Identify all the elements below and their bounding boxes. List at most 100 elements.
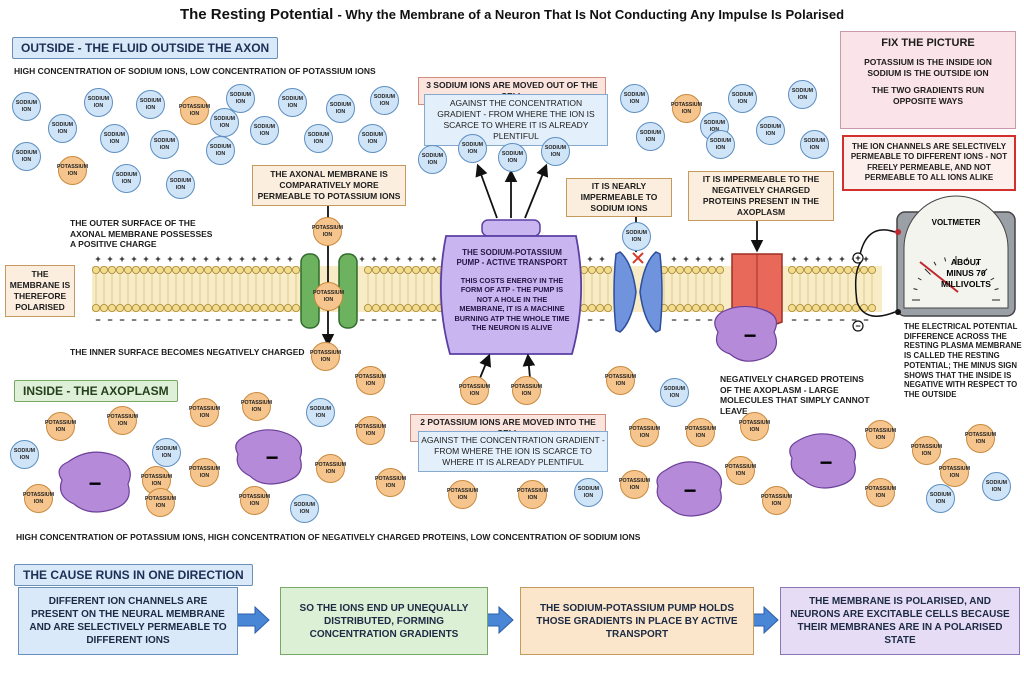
positive-charge: + [671,254,676,264]
sodium-ion: SODIUM ION [84,88,113,117]
phospholipid-head [684,265,693,274]
phospholipid-head [131,303,140,312]
positive-charge: + [431,254,436,264]
voltmeter: + − VOLTMETER ABOUT MINUS 70 MILLIVOLTS [852,195,1016,332]
positive-charge: + [839,254,844,264]
negative-charge: − [863,315,868,325]
sodium-ion: SODIUM ION [926,484,955,513]
cause-step-1: DIFFERENT ION CHANNELS ARE PRESENT ON TH… [18,587,238,655]
negative-charge: − [239,315,244,325]
phospholipid-head [379,265,388,274]
phospholipid-head [275,303,284,312]
na-imperm-label: IT IS NEARLY IMPERMEABLE TO SODIUM IONS [566,178,672,218]
negative-charge: − [263,315,268,325]
phospholipid-head [139,265,148,274]
positive-charge: + [827,254,832,264]
phospholipid-head [147,265,156,274]
positive-charge: + [863,254,868,264]
phospholipid-head [395,265,404,274]
potassium-channel [300,253,358,329]
polarised-label: THE MEMBRANE IS THEREFORE POLARISED [5,265,75,318]
positive-charge: + [371,254,376,264]
phospholipid-head [716,303,725,312]
voltmeter-title: VOLTMETER [932,218,981,227]
outside-caption: HIGH CONCENTRATION OF SODIUM IONS, LOW C… [14,66,376,76]
potassium-ion: POTASSIUM ION [865,420,896,449]
potassium-ion: POTASSIUM ION [761,486,792,515]
phospholipid-head [860,265,869,274]
phospholipid-head [684,303,693,312]
sodium-ion: SODIUM ION [206,136,235,165]
phospholipid-head [291,303,300,312]
negative-charge: − [191,315,196,325]
positive-charge: + [407,254,412,264]
phospholipid-head [100,265,109,274]
potassium-ion: POTASSIUM ION [619,470,650,499]
dial-tick [913,288,918,291]
potassium-ion: POTASSIUM ION [312,217,343,246]
phospholipid-head [171,265,180,274]
phospholipid-head [108,303,117,312]
positive-charge: + [119,254,124,264]
dial-tick [981,268,988,275]
protein-sign: − [266,445,279,470]
positive-charge: + [263,254,268,264]
dial-tick [924,268,931,275]
negative-charge: − [383,315,388,325]
inside-header: INSIDE - THE AXOPLASM [14,380,178,402]
negative-proteins [58,305,857,517]
negative-charge: − [803,315,808,325]
positive-charge: + [191,254,196,264]
phospholipid-head [844,265,853,274]
phospholipid-head [700,303,709,312]
negative-charge: − [815,315,820,325]
sodium-ion: SODIUM ION [304,124,333,153]
resting-potential-label: THE ELECTRICAL POTENTIAL DIFFERENCE ACRO… [904,322,1022,400]
title-main: The Resting Potential [179,6,334,23]
potassium-ion: POTASSIUM ION [517,480,548,509]
potassium-ion: POTASSIUM ION [189,398,220,427]
negative-charge: − [599,315,604,325]
phospholipid-head [676,265,685,274]
sodium-ion: SODIUM ION [10,440,39,469]
sodium-ion: SODIUM ION [210,108,239,137]
phospholipid-head [868,265,877,274]
positive-charge: + [107,254,112,264]
voltmeter-reading-1: ABOUT [951,257,982,267]
sodium-ion: SODIUM ION [166,170,195,199]
potassium-ion: POTASSIUM ION [313,282,344,311]
positive-charge: + [275,254,280,264]
negative-charge: − [167,315,172,325]
sodium-ion: SODIUM ION [100,124,129,153]
potential-pre: THE ELECTRICAL POTENTIAL DIFFERENCE ACRO… [904,322,1022,361]
potassium-ion: POTASSIUM ION [939,458,970,487]
sodium-ion: SODIUM ION [800,130,829,159]
phospholipid-head [363,265,372,274]
negative-charge: − [143,315,148,325]
inner-surface-label: THE INNER SURFACE BECOMES NEGATIVELY CHA… [70,347,305,357]
phospholipid-head [812,303,821,312]
phospholipid-head [227,303,236,312]
negative-charge: − [671,315,676,325]
phospholipid-head [820,303,829,312]
phospholipid-head [203,303,212,312]
phospholipid-head [419,265,428,274]
outer-surface-label: THE OUTER SURFACE OF THE AXONAL MEMBRANE… [70,218,213,250]
positive-charge: + [167,254,172,264]
phospholipid-head [187,265,196,274]
sodium-channel [613,251,663,333]
fix-line-3: THE TWO GRADIENTS RUN OPPOSITE WAYS [871,85,985,107]
phospholipid-head [796,265,805,274]
phospholipid-head [804,303,813,312]
negative-charge: − [791,315,796,325]
negative-charge: − [131,315,136,325]
potassium-ion: POTASSIUM ION [179,96,210,125]
phospholipid-head [171,303,180,312]
negative-charge: − [95,315,100,325]
positive-charge: + [383,254,388,264]
sodium-ion: SODIUM ION [370,86,399,115]
fix-picture-box: FIX THE PICTURE POTASSIUM IS THE INSIDE … [840,31,1016,129]
negative-charge: − [371,315,376,325]
dial-tick [944,257,947,262]
negative-charge: − [227,315,232,325]
